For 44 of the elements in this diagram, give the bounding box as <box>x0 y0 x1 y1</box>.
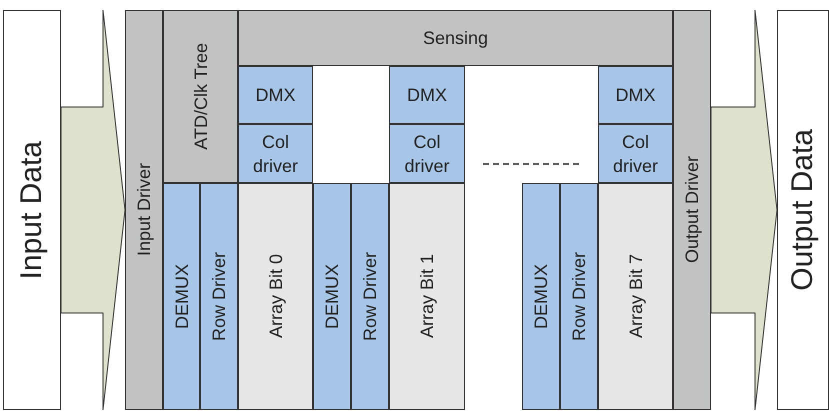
demux-block <box>313 183 351 410</box>
block-label: Sensing <box>422 27 488 50</box>
array-block <box>238 183 313 410</box>
mux-block <box>238 66 313 124</box>
driver-block <box>351 183 389 410</box>
driver-block <box>673 10 711 410</box>
driver-block <box>389 124 465 183</box>
array-block <box>598 183 673 410</box>
data-block <box>3 10 61 410</box>
demux-block <box>163 183 200 410</box>
block-label: Array Bit 7 <box>624 254 647 339</box>
driver-block <box>200 183 238 410</box>
block-label: Col driver <box>403 130 450 178</box>
sensing-block <box>238 10 673 66</box>
mux-block <box>598 66 673 124</box>
driver-block <box>560 183 598 410</box>
array-block <box>389 183 465 410</box>
block-label: DEMUX <box>170 264 192 329</box>
block-label: DEMUX <box>530 264 552 329</box>
block-label: Col driver <box>612 130 659 178</box>
block-label: Row Driver <box>359 252 381 341</box>
block-label: DEMUX <box>321 264 343 329</box>
block-label: Output Data <box>786 129 820 291</box>
block-arrow <box>710 10 778 410</box>
block-label: DMX <box>256 84 296 107</box>
demux-block <box>522 183 560 410</box>
block-label: Row Driver <box>208 252 230 341</box>
block-label: DMX <box>616 84 656 107</box>
block-label: Input Data <box>15 140 49 280</box>
driver-block <box>125 10 163 410</box>
block-label: Row Driver <box>568 252 590 341</box>
data-block <box>777 10 829 410</box>
driver-block <box>598 124 673 183</box>
block-label: DMX <box>407 84 447 107</box>
block-label: ATD/Clk Tree <box>190 43 212 150</box>
driver-block <box>238 124 313 183</box>
mux-block <box>389 66 465 124</box>
block-label: Output Driver <box>681 156 703 264</box>
block-label: Array Bit 0 <box>264 254 287 339</box>
block-label: Col driver <box>252 130 299 178</box>
clock-tree-block <box>163 10 238 183</box>
block-label: Input Driver <box>133 163 155 257</box>
block-arrow <box>60 10 126 410</box>
block-label: Array Bit 1 <box>416 254 438 339</box>
